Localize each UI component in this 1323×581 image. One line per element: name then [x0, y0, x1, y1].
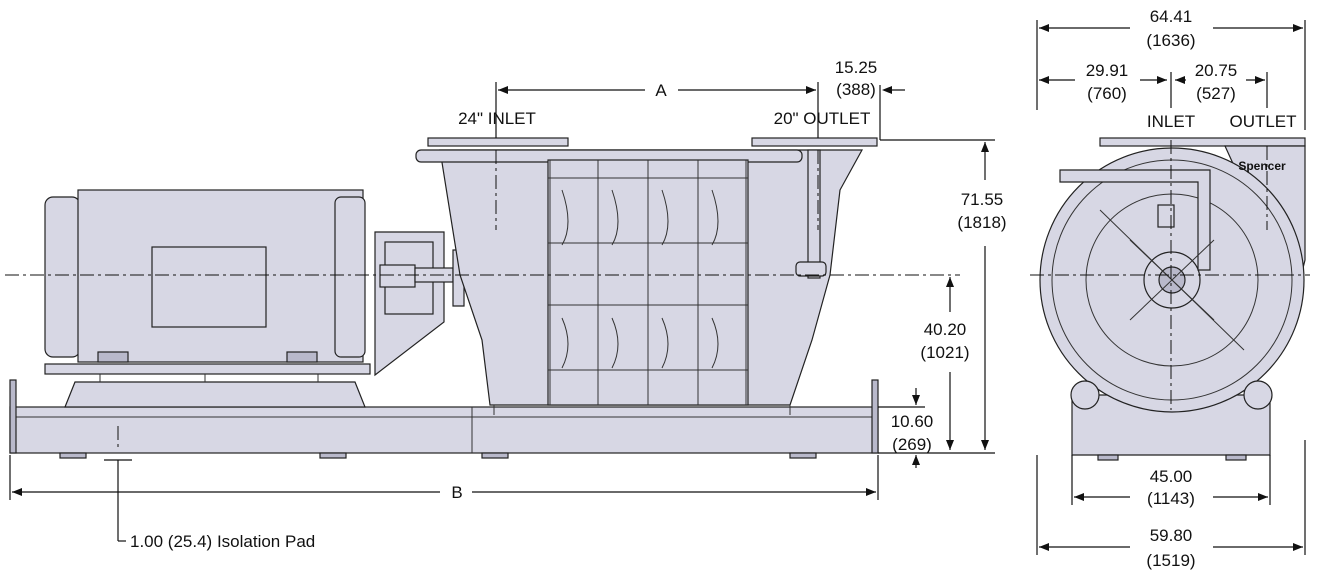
dimension-shaft-height: 40.20 (1021) [920, 277, 970, 450]
foot-width-millimeters: (1143) [1147, 489, 1195, 508]
dimension-b-label: B [451, 483, 462, 502]
base-height-inches: 10.60 [891, 412, 934, 431]
isolation-pad-label: 1.00 (25.4) Isolation Pad [130, 532, 315, 551]
dimension-port-offsets: 29.91 (760) 20.75 (527) [1039, 61, 1268, 108]
outlet-offset-millimeters: (527) [1196, 84, 1236, 103]
coupling-guard [374, 231, 465, 377]
shaft-height-inches: 40.20 [924, 320, 967, 339]
side-outlet-label: 20" OUTLET [774, 109, 871, 128]
side-inlet-label: 24" INLET [458, 109, 536, 128]
motor [44, 189, 371, 408]
base-width-millimeters: (1519) [1146, 551, 1195, 570]
inlet-offset-inches: 29.91 [1086, 61, 1129, 80]
dimension-foot-width: 45.00 (1143) [1071, 455, 1271, 508]
foot-width-inches: 45.00 [1150, 467, 1193, 486]
overall-width-inches: 64.41 [1150, 7, 1193, 26]
blower-housing [415, 137, 878, 415]
isolation-pad-callout: 1.00 (25.4) Isolation Pad [104, 459, 315, 551]
outlet-offset-inches: 20.75 [1195, 61, 1238, 80]
base-width-inches: 59.80 [1150, 526, 1193, 545]
overall-height-millimeters: (1818) [957, 213, 1006, 232]
inlet-offset-millimeters: (760) [1087, 84, 1127, 103]
dimension-base-height: 10.60 (269) [878, 388, 995, 468]
overall-height-inches: 71.55 [961, 190, 1004, 209]
offset-inches: 15.25 [835, 58, 878, 77]
blower-end-body [1039, 137, 1306, 461]
dimension-overall-width: 64.41 (1636) [1036, 7, 1306, 130]
dimension-b: B [9, 455, 879, 502]
end-view: 64.41 (1636) 29.91 (760) 20.75 (527) INL… [1030, 7, 1310, 570]
dimension-outlet-offset: 15.25 (388) [835, 58, 905, 140]
dimension-overall-height: 71.55 (1818) [880, 139, 1007, 450]
end-outlet-label: OUTLET [1229, 112, 1296, 131]
base-height-millimeters: (269) [892, 435, 932, 454]
base-frame [9, 379, 879, 459]
dimension-a-label: A [655, 81, 667, 100]
cooling-fins [548, 160, 748, 405]
dimension-a: A [495, 81, 819, 138]
shaft-height-millimeters: (1021) [920, 343, 969, 362]
side-view: A 15.25 (388) 24" INLET 20" OUTLET 71.55… [5, 58, 1007, 551]
end-inlet-label: INLET [1147, 112, 1195, 131]
offset-millimeters: (388) [836, 80, 876, 99]
overall-width-millimeters: (1636) [1146, 31, 1195, 50]
dimension-base-width: 59.80 (1519) [1036, 440, 1306, 570]
brand-logo: Spencer [1238, 159, 1286, 173]
